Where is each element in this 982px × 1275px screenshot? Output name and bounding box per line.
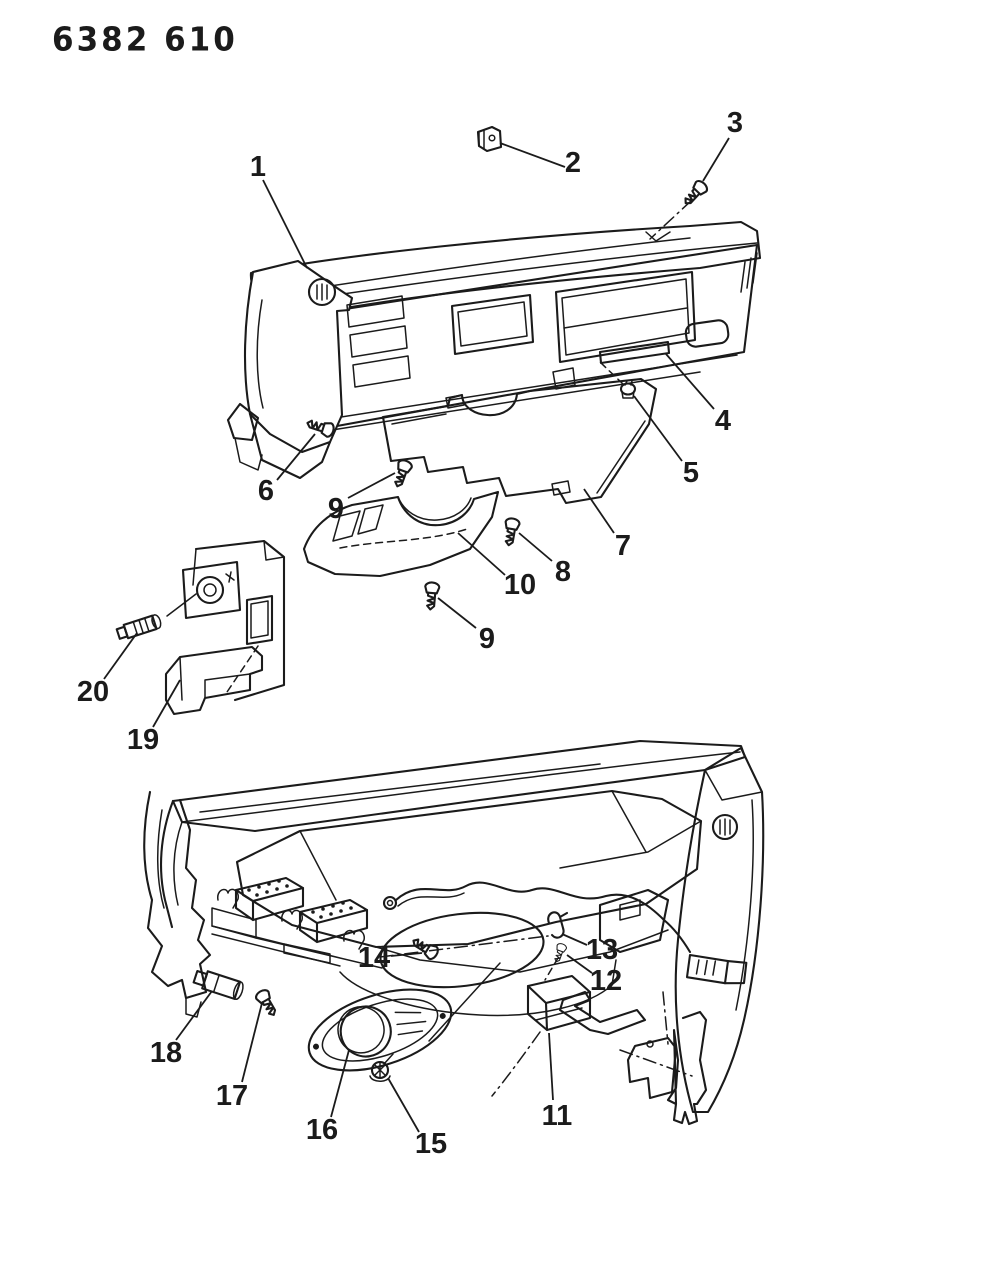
cowl-brackets: [558, 888, 708, 1126]
speaker-bezel-part-16: [307, 962, 501, 1072]
callout-leader-18: [175, 990, 213, 1041]
callout-label-16: 16: [306, 1114, 338, 1146]
cigar-lighter-part-20: [115, 614, 162, 640]
callout-label-3: 3: [727, 107, 743, 139]
callout-label-5: 5: [683, 457, 699, 489]
callout-leader-9: [437, 597, 477, 629]
screw-part-3: [649, 177, 711, 240]
callout-label-20: 20: [77, 676, 109, 708]
clip-part-13: [547, 911, 569, 939]
lighter-housing-detail: [166, 539, 286, 702]
module-box-part-11: [491, 974, 592, 1097]
callout-label-19: 19: [127, 724, 159, 756]
callout-label-7: 7: [615, 530, 631, 562]
callout-leader-3: [702, 137, 730, 182]
callout-leader-4: [665, 353, 715, 410]
callout-leader-12: [566, 954, 593, 974]
column-cover-part-10: [302, 490, 500, 578]
callout-label-18: 18: [150, 1037, 182, 1069]
callout-leader-20: [103, 632, 138, 680]
callout-label-11: 11: [542, 1100, 573, 1132]
screw-part-9b: [422, 580, 441, 612]
screw-part-8: [500, 516, 522, 548]
speaker-box-left: [234, 876, 305, 922]
callout-leader-14: [390, 952, 423, 957]
callout-leader-1: [262, 179, 308, 269]
callout-label-17: 17: [216, 1080, 248, 1112]
callout-leader-19: [152, 679, 181, 728]
silencer-panel-part-7: [381, 377, 658, 505]
end-cap-emblem-icon: [711, 813, 739, 841]
callout-leader-10: [457, 532, 506, 576]
spring-clip-icon: [217, 888, 365, 950]
callout-leader-13: [561, 933, 588, 946]
speaker-box-right: [298, 898, 369, 944]
callout-leader-11: [548, 1032, 554, 1101]
callout-leader-5: [633, 395, 683, 462]
screw-part-17: [253, 986, 281, 1020]
callout-leader-6: [276, 433, 316, 481]
instrument-panel-upper: [226, 220, 762, 480]
callout-leader-17: [241, 1002, 263, 1083]
callout-label-2: 2: [565, 147, 581, 179]
screw-part-12: [544, 941, 568, 981]
callout-label-9: 9: [328, 493, 344, 525]
callout-leader-7: [583, 488, 615, 534]
callout-label-12: 12: [590, 965, 622, 997]
push-nut-part-15: [369, 1060, 391, 1082]
screw-part-14: [408, 933, 442, 962]
panel-emblem-icon: [307, 277, 337, 307]
callout-label-13: 13: [586, 934, 618, 966]
callout-leader-15: [387, 1077, 420, 1133]
callout-label-8: 8: [555, 556, 571, 588]
callout-label-15: 15: [415, 1128, 447, 1160]
callout-leader-2: [499, 142, 566, 168]
callout-label-6: 6: [258, 475, 274, 507]
lighter-element-part-18: [192, 969, 244, 1001]
clip-part-2: [476, 125, 503, 153]
callout-leader-8: [518, 532, 553, 562]
callout-label-10: 10: [504, 569, 536, 601]
callout-label-9: 9: [479, 623, 495, 655]
callout-label-4: 4: [715, 405, 731, 437]
figure-part-code: 6382 610: [52, 21, 238, 59]
callout-label-14: 14: [358, 942, 390, 974]
callout-leader-16: [330, 1049, 350, 1118]
callout-label-1: 1: [250, 151, 266, 183]
bracket-part-19: [164, 645, 264, 716]
callout-leader-9: [347, 472, 396, 499]
